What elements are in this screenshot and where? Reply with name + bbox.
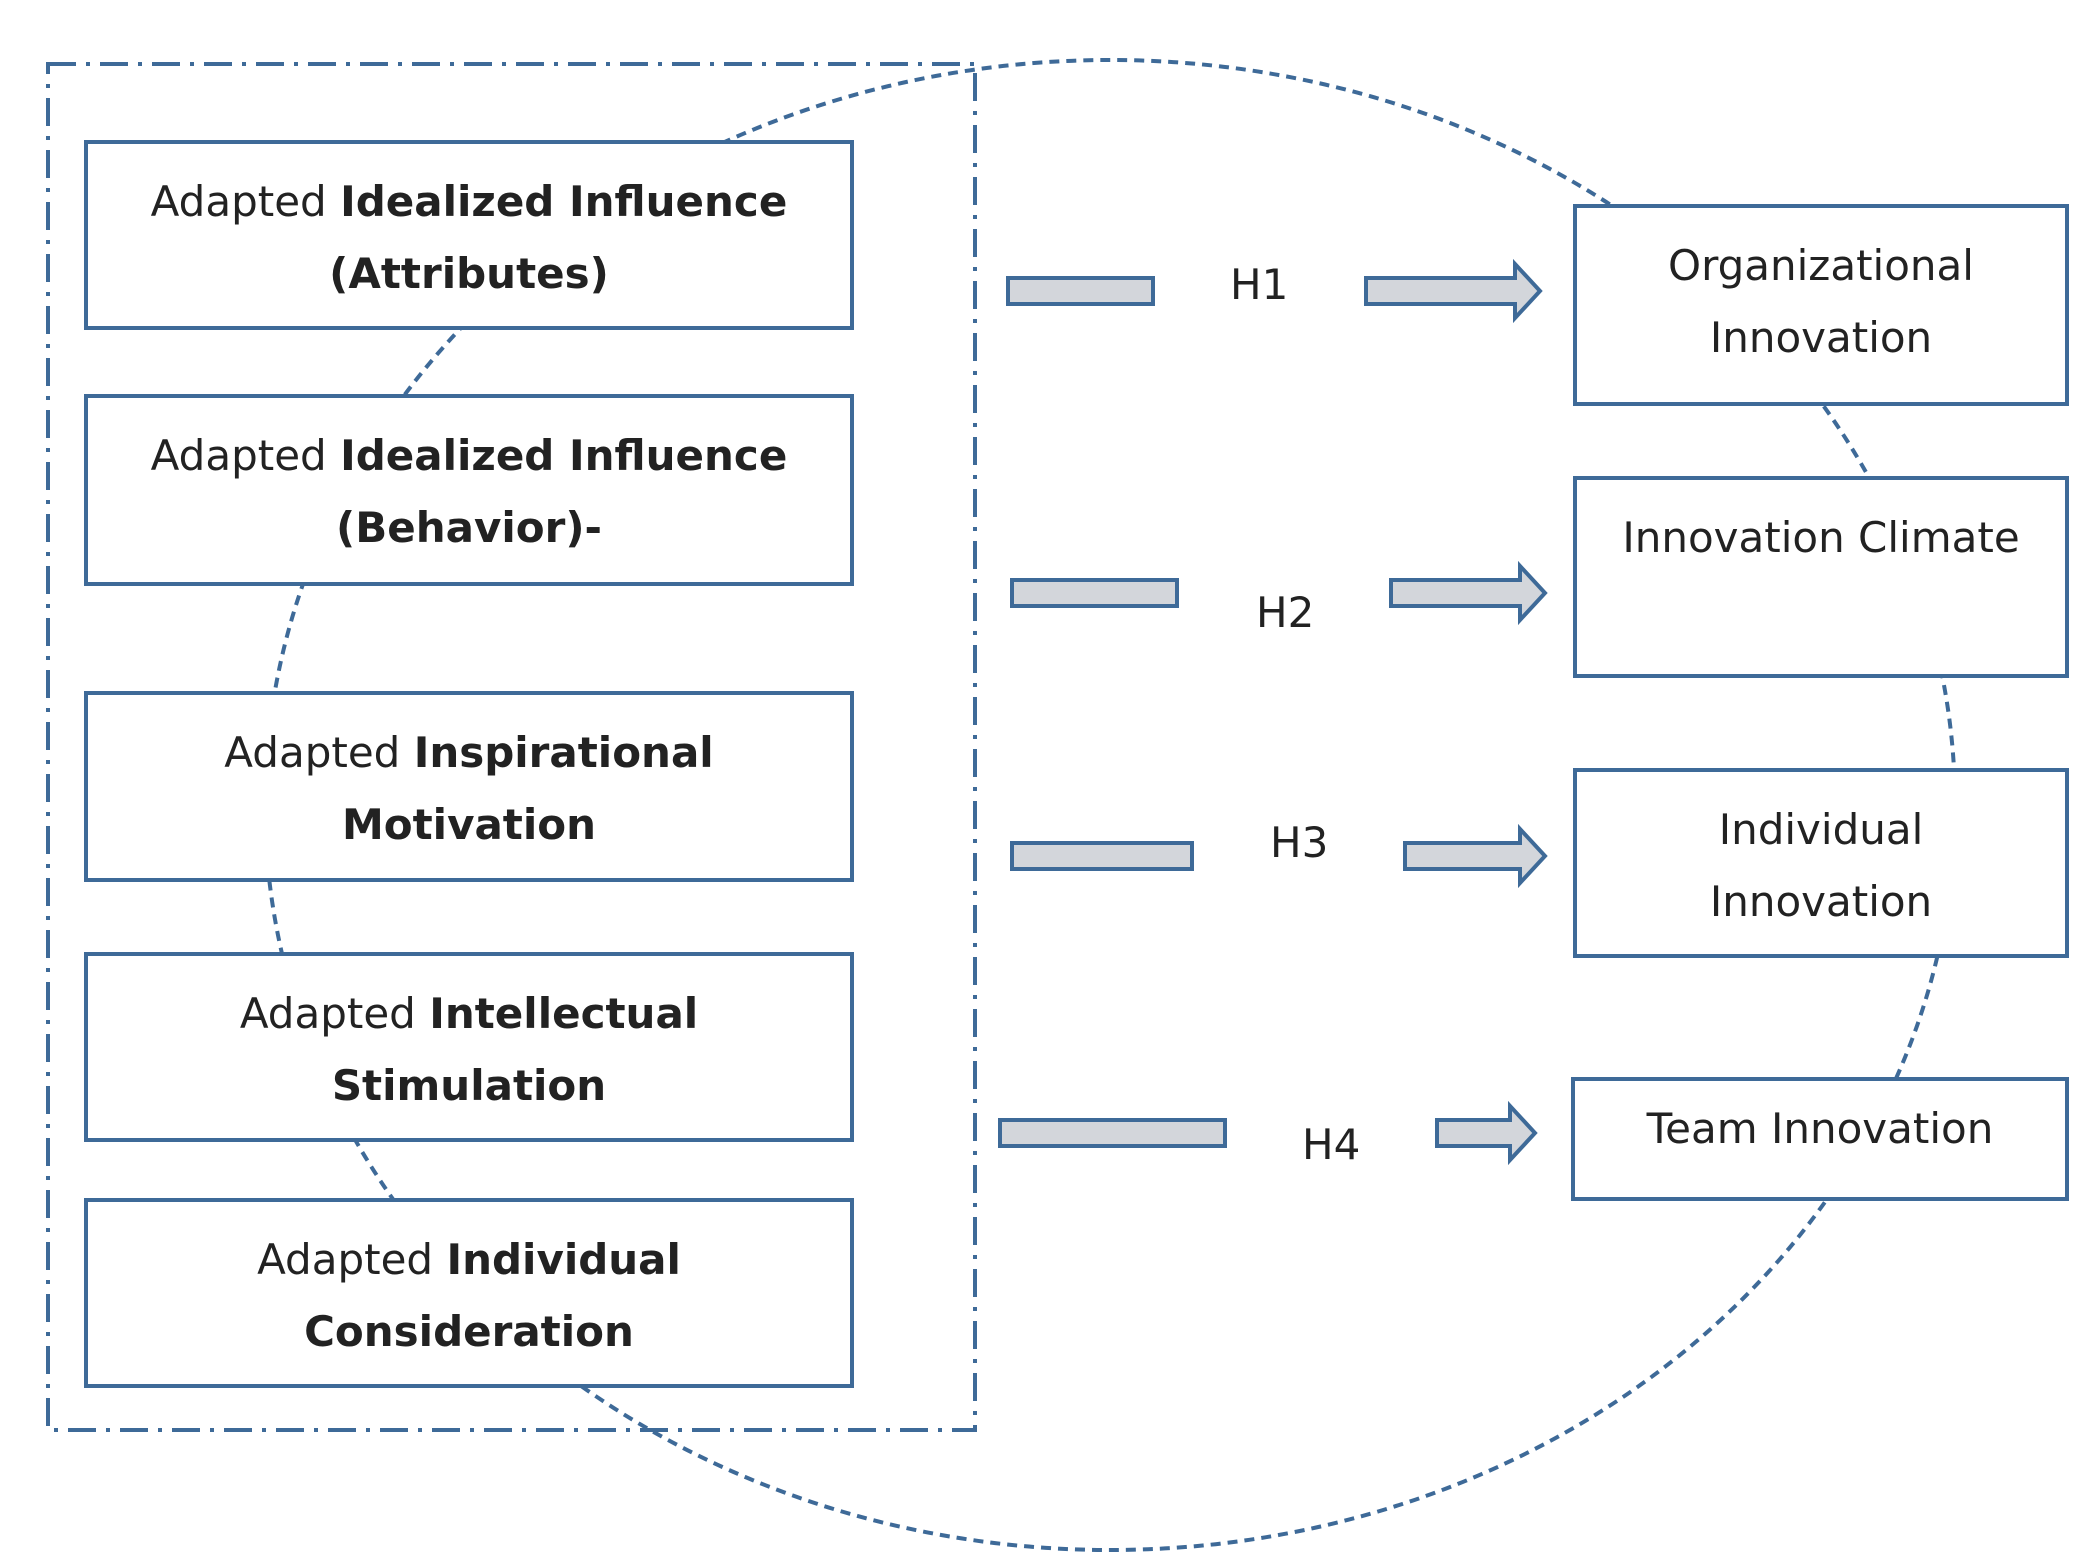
arrow-h3	[1010, 823, 1548, 889]
arrow-h4-head	[1435, 1100, 1538, 1166]
hypothesis-label-h2: H2	[1256, 588, 1315, 637]
left-box-line2: (Attributes)	[329, 249, 609, 298]
right-box-team-innovation: Team Innovation	[1571, 1077, 2069, 1201]
right-box-line1: Innovation Climate	[1622, 513, 2020, 562]
arrow-h1-tail	[1006, 276, 1155, 306]
right-box-organizational-innovation: Organizational Innovation	[1573, 204, 2069, 406]
right-box-line1: Team Innovation	[1646, 1104, 1994, 1153]
arrow-h2-tail	[1010, 578, 1179, 608]
left-box-line2: Stimulation	[331, 1061, 607, 1110]
hypothesis-label-h4: H4	[1302, 1120, 1361, 1169]
right-box-innovation-climate: Innovation Climate	[1573, 476, 2069, 678]
group-boundary	[46, 62, 977, 1432]
left-box-line1: Adapted Intellectual	[239, 989, 699, 1038]
right-box-individual-innovation: Individual Innovation	[1573, 768, 2069, 958]
left-box-idealized-influence-behavior: Adapted Idealized Influence (Behavior)-	[84, 394, 854, 586]
left-box-inspirational-motivation: Adapted Inspirational Motivation	[84, 691, 854, 882]
left-box-line2: (Behavior)-	[336, 503, 602, 552]
arrow-h1	[1006, 258, 1543, 324]
right-box-line2: Innovation	[1709, 877, 1933, 926]
arrow-h1-head	[1364, 258, 1543, 324]
right-box-line1: Organizational	[1668, 241, 1974, 290]
left-box-line1: Adapted Idealized Influence	[150, 177, 788, 226]
arrow-h2-head	[1389, 560, 1548, 626]
right-box-line2: Innovation	[1709, 313, 1933, 362]
hypothesis-label-h1: H1	[1230, 260, 1289, 309]
left-box-line1: Adapted Idealized Influence	[150, 431, 788, 480]
arrow-h4-tail	[998, 1118, 1227, 1148]
arrow-h2	[1010, 560, 1548, 626]
left-box-idealized-influence-attributes: Adapted Idealized Influence (Attributes)	[84, 140, 854, 330]
left-box-individual-consideration: Adapted Individual Consideration	[84, 1198, 854, 1388]
left-box-intellectual-stimulation: Adapted Intellectual Stimulation	[84, 952, 854, 1142]
arrow-h4	[998, 1100, 1538, 1166]
arrow-h3-tail	[1010, 841, 1194, 871]
left-box-line1: Adapted Individual	[257, 1235, 681, 1284]
arrow-h3-head	[1403, 823, 1548, 889]
left-box-line1: Adapted Inspirational	[224, 728, 714, 777]
left-box-line2: Motivation	[341, 800, 597, 849]
hypothesis-label-h3: H3	[1270, 818, 1329, 867]
left-box-line2: Consideration	[304, 1307, 634, 1356]
right-box-line1: Individual	[1718, 805, 1924, 854]
